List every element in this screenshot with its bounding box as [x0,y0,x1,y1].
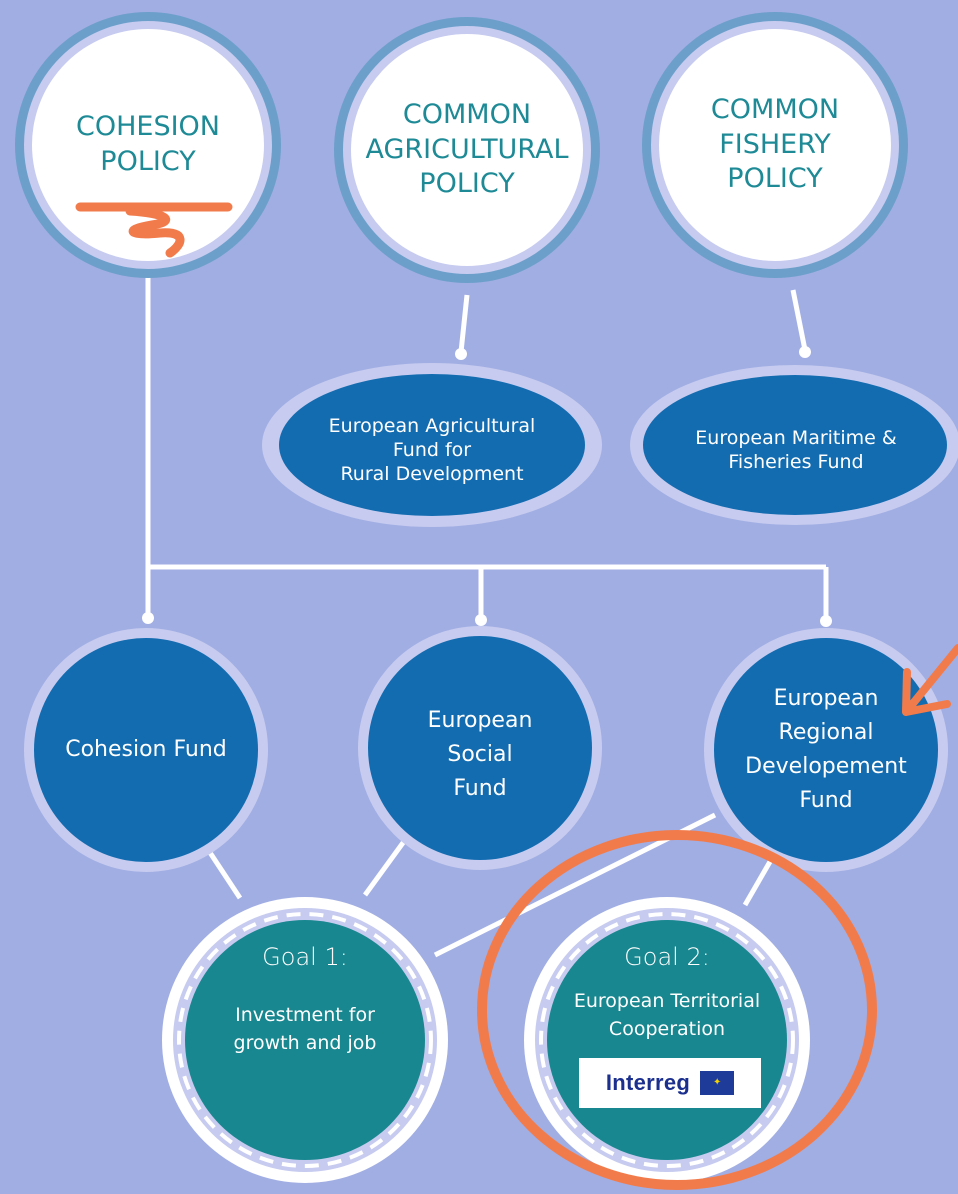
goal2-title: Goal 2: [624,942,710,971]
annotations [75,202,958,1190]
policy-circle-agricultural [334,17,600,283]
agricultural-fund-label: European Agricultural Fund for Rural Dev… [328,414,536,486]
goal1-title: Goal 1: [262,942,348,971]
agricultural-policy-title: COMMON AGRICULTURAL POLICY [365,99,569,200]
highlight-circle [477,830,877,1190]
connector-dot-social-fund [475,614,487,626]
social-fund-label: European Social Fund [427,707,533,802]
connector-dot-regional-fund [820,615,832,627]
goal-circle-1 [162,897,448,1183]
interreg-logo: Interreg ✦ [579,1058,761,1108]
regional-fund-label: European Regional Developement Fund [745,685,907,814]
fund-circle-social [358,626,602,870]
underline-scribble-icon [75,202,233,258]
interreg-wordmark: Interreg [605,1070,691,1095]
connector-fishery-policy-to-fund [790,289,808,351]
goal2-description-visible: European Territorial Cooperation [573,990,761,1040]
policy-circle-fishery [642,12,908,278]
fund-circle-cohesion [24,628,268,872]
cohesion-fund-label: Cohesion Fund [65,736,227,762]
cohesion-policy-title: COHESION POLICY [75,111,221,177]
eu-flag-icon: ✦ [700,1071,735,1095]
fund-oval-maritime [630,365,958,525]
connector-dot-agri [455,348,467,360]
fund-circle-regional [704,628,948,872]
connector-social-fund-to-goal1 [362,838,408,897]
connector-cohesion-fund-to-goal1 [202,843,243,900]
pointer-arrow-icon [902,644,958,716]
maritime-fund-label: European Maritime & Fisheries Fund [695,426,897,473]
connector-agri-policy-to-fund [458,294,470,353]
fund-oval-agricultural [262,363,602,527]
connector-dot-cohesion-fund [142,612,154,624]
fishery-policy-title: COMMON FISHERY POLICY [710,94,840,195]
connector-dots [142,346,832,627]
connector-dot-fishery [799,346,811,358]
goal1-description: Investment for growth and job [233,1004,377,1054]
